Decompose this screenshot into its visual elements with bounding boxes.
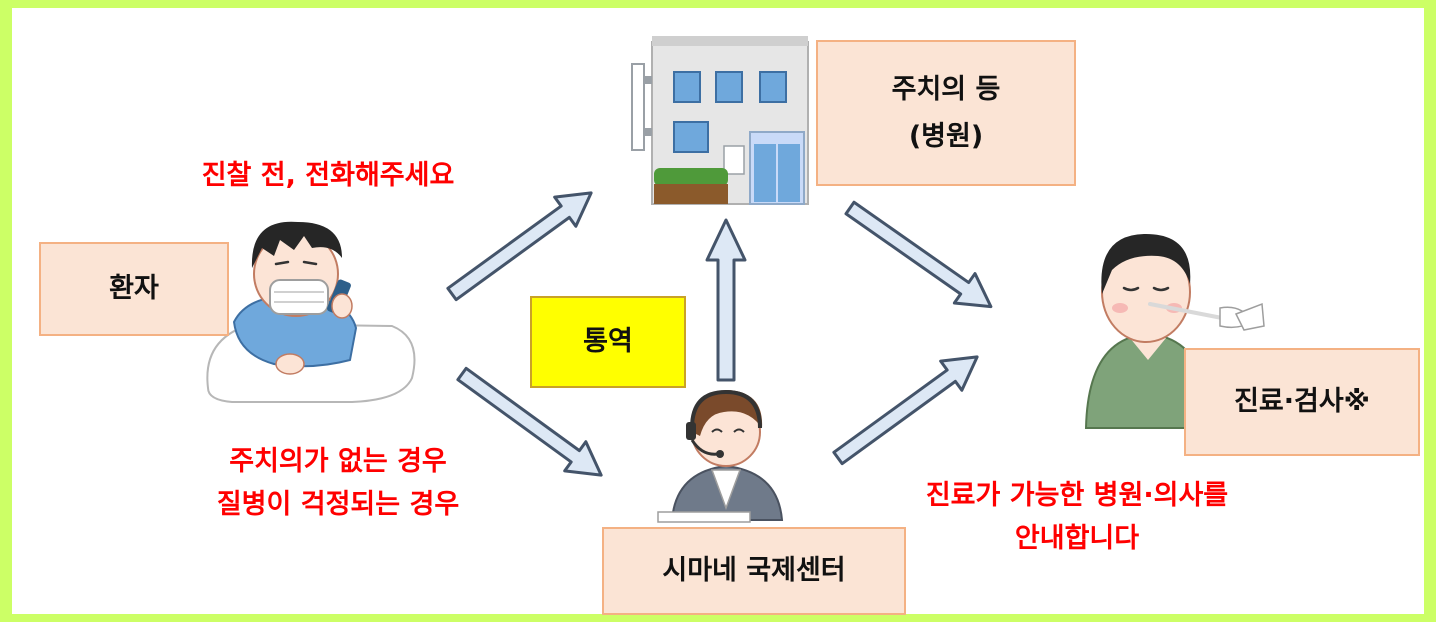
caption-no-doctor: 주치의가 없는 경우 질병이 걱정되는 경우 [158,440,518,526]
patient-label: 환자 [109,273,159,305]
arrow-center-to-hospital [705,218,747,382]
patient-box: 환자 [39,242,229,336]
hospital-building-icon [631,36,809,205]
call-center-operator-icon [657,389,784,523]
caption-guide-line2: 안내합니다 [1014,523,1140,555]
exam-label: 진료·검사※ [1234,386,1370,418]
nasal-swab-test-icon [1084,234,1265,429]
caption-no-doctor-line1: 주치의가 없는 경우 [229,446,447,477]
interpretation-label: 통역 [583,326,633,358]
arrow-hospital-to-exam [844,200,993,309]
sick-patient-icon [206,221,416,403]
caption-no-doctor-line2: 질병이 걱정되는 경우 [216,489,460,521]
international-center-box: 시마네 국제센터 [602,527,906,615]
caption-guide-line1: 진료가 가능한 병원·의사를 [925,480,1229,511]
hospital-label-line1: 주치의 등 [891,73,1001,105]
hospital-label-line2: (병원) [908,121,984,152]
arrow-patient-to-hospital [446,191,593,302]
arrow-center-to-exam [832,355,979,466]
caption-call-before: 진찰 전, 전화해주세요 [201,160,455,191]
illustration-layer [206,36,1265,523]
arrow-patient-to-center [456,366,603,477]
exam-box: 진료·검사※ [1184,348,1420,456]
diagram-canvas: 환자 주치의 등 (병원) 통역 시마네 국제센터 진료·검사※ 진찰 전, 전… [12,8,1424,615]
caption-guide: 진료가 가능한 병원·의사를 안내합니다 [862,474,1292,560]
international-center-label: 시마네 국제센터 [662,555,846,587]
interpretation-box: 통역 [530,296,686,388]
hospital-box: 주치의 등 (병원) [816,40,1076,186]
